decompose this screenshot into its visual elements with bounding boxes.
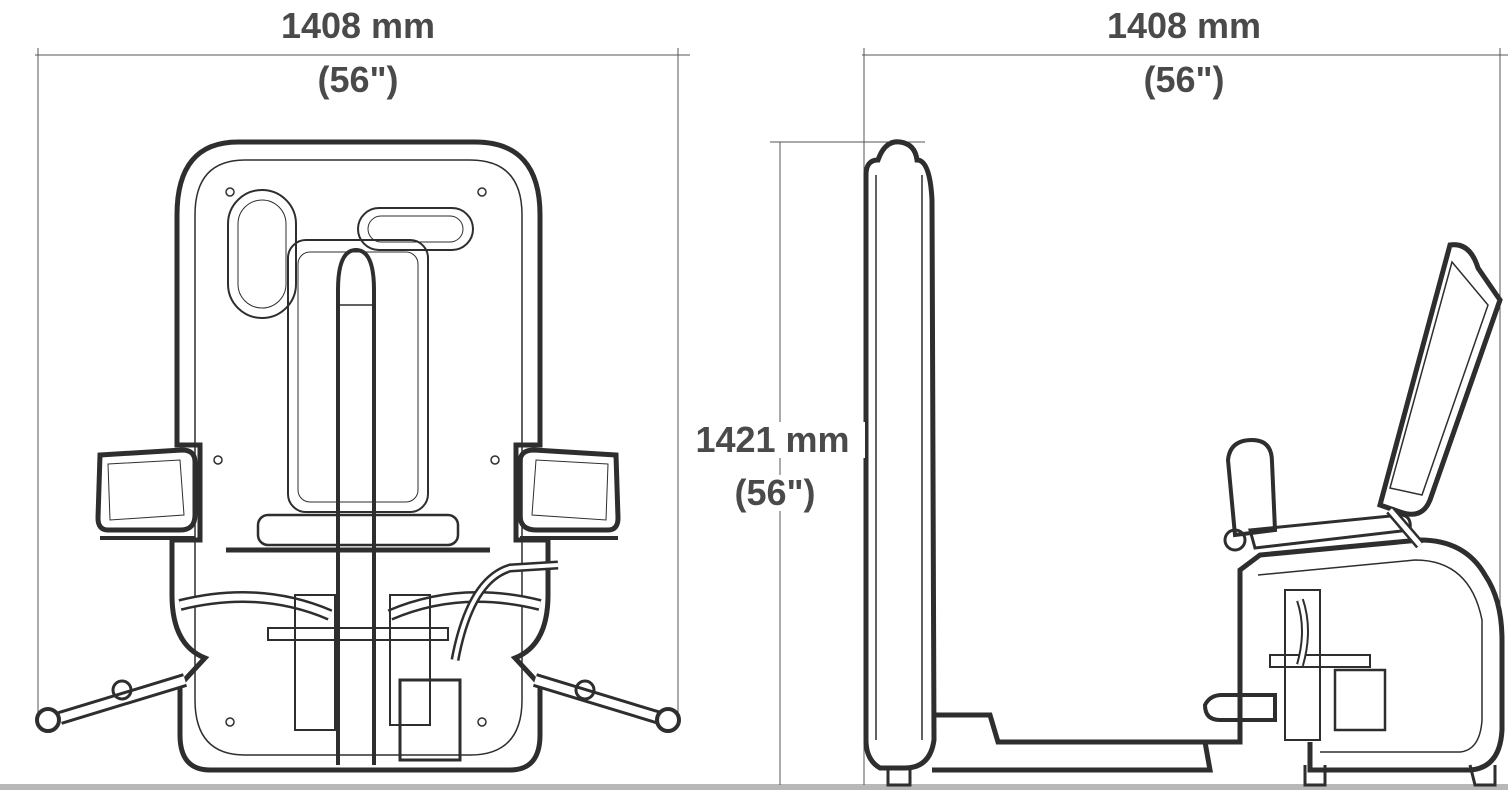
front-width-inches-label: (56") [288, 62, 428, 98]
front-width-label: 1408 mm [258, 8, 458, 44]
side-height-inches-label: (56") [705, 475, 845, 511]
front-view [35, 48, 690, 773]
side-height-label: 1421 mm [680, 422, 865, 458]
side-depth-inches-label: (56") [1114, 62, 1254, 98]
side-view [770, 48, 1508, 787]
side-depth-label: 1408 mm [1084, 8, 1284, 44]
